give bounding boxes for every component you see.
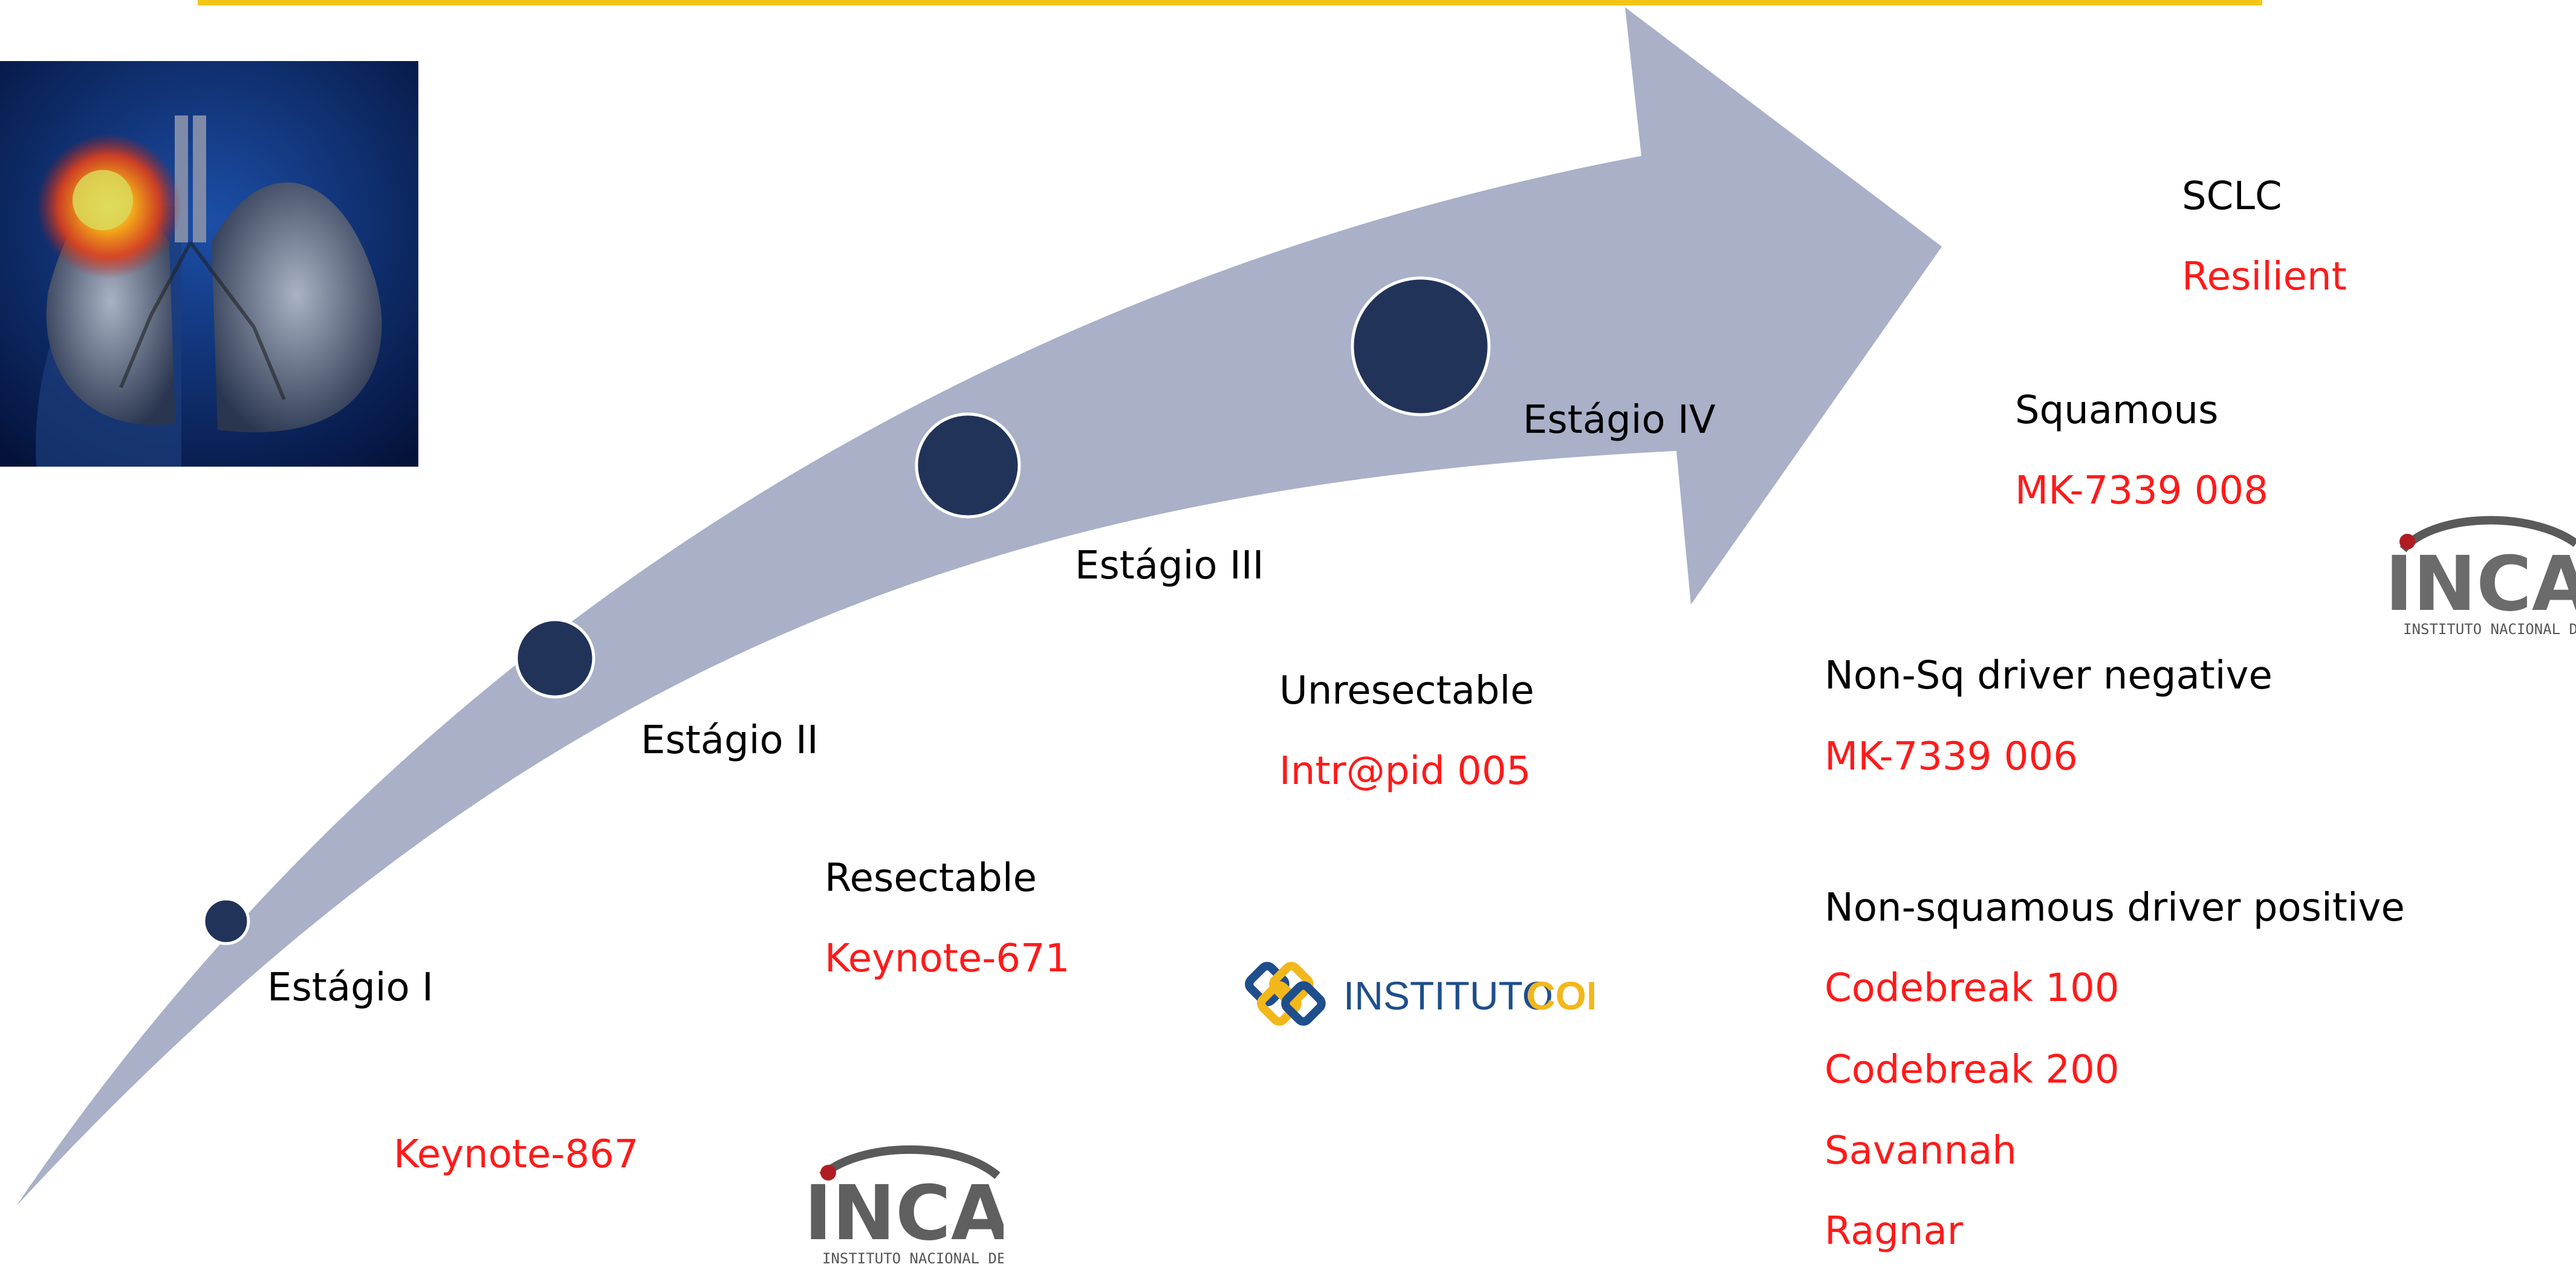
trial-nonsq-negative: MK-7339 006 [1825, 734, 2078, 779]
top-accent-line [198, 0, 2262, 5]
stage-node-1 [202, 897, 250, 945]
trial-stage1: Keynote-867 [394, 1132, 639, 1177]
instituto-coi-logo: INSTITUTO COI [1245, 962, 1594, 1026]
squamous-heading: Squamous [2015, 388, 2219, 433]
stage-label-3: Estágio III [1075, 543, 1264, 588]
sclc-heading: SCLC [2182, 174, 2282, 219]
trial-sclc: Resilient [2182, 254, 2347, 299]
lung-tumor-image [0, 61, 418, 467]
nonsq-negative-heading: Non-Sq driver negative [1825, 653, 2273, 698]
stage-node-3 [915, 412, 1021, 519]
inca-logo-right-text: INCA [2385, 540, 2576, 628]
coi-text-instituto: INSTITUTO [1343, 973, 1553, 1018]
trial-nonsq-positive-3: Savannah [1825, 1129, 2017, 1173]
trial-nonsq-positive-2: Codebreak 200 [1825, 1048, 2120, 1092]
inca-logo-right: INCA INSTITUTO NACIONAL DE CÂNCER [2385, 516, 2576, 638]
trial-unresectable: Intr@pid 005 [1279, 749, 1531, 794]
inca-logo-bottom-text: INCA [804, 1170, 1004, 1257]
stage-label-4: Estágio IV [1523, 398, 1716, 442]
trial-squamous: MK-7339 008 [2015, 468, 2268, 513]
trial-nonsq-positive-4: Ragnar [1825, 1209, 1963, 1254]
unresectable-heading: Unresectable [1279, 669, 1534, 713]
inca-logo-right-subtitle: INSTITUTO NACIONAL DE CÂNCER [2403, 620, 2576, 638]
nonsq-positive-heading: Non-squamous driver positive [1825, 886, 2405, 930]
inca-logo-bottom-subtitle: INSTITUTO NACIONAL DE CÂNCER [822, 1249, 1004, 1266]
stage-label-2: Estágio II [641, 718, 819, 763]
trial-resectable: Keynote-671 [825, 936, 1070, 981]
trial-nonsq-positive-1: Codebreak 100 [1825, 966, 2120, 1011]
stage-label-1: Estágio I [267, 965, 433, 1010]
inca-logo-bottom: INCA INSTITUTO NACIONAL DE CÂNCER [804, 1145, 1004, 1266]
coi-text-coi: COI [1526, 973, 1594, 1018]
stage-node-2 [514, 618, 595, 699]
resectable-heading: Resectable [825, 856, 1037, 901]
stage-node-4 [1351, 276, 1491, 416]
